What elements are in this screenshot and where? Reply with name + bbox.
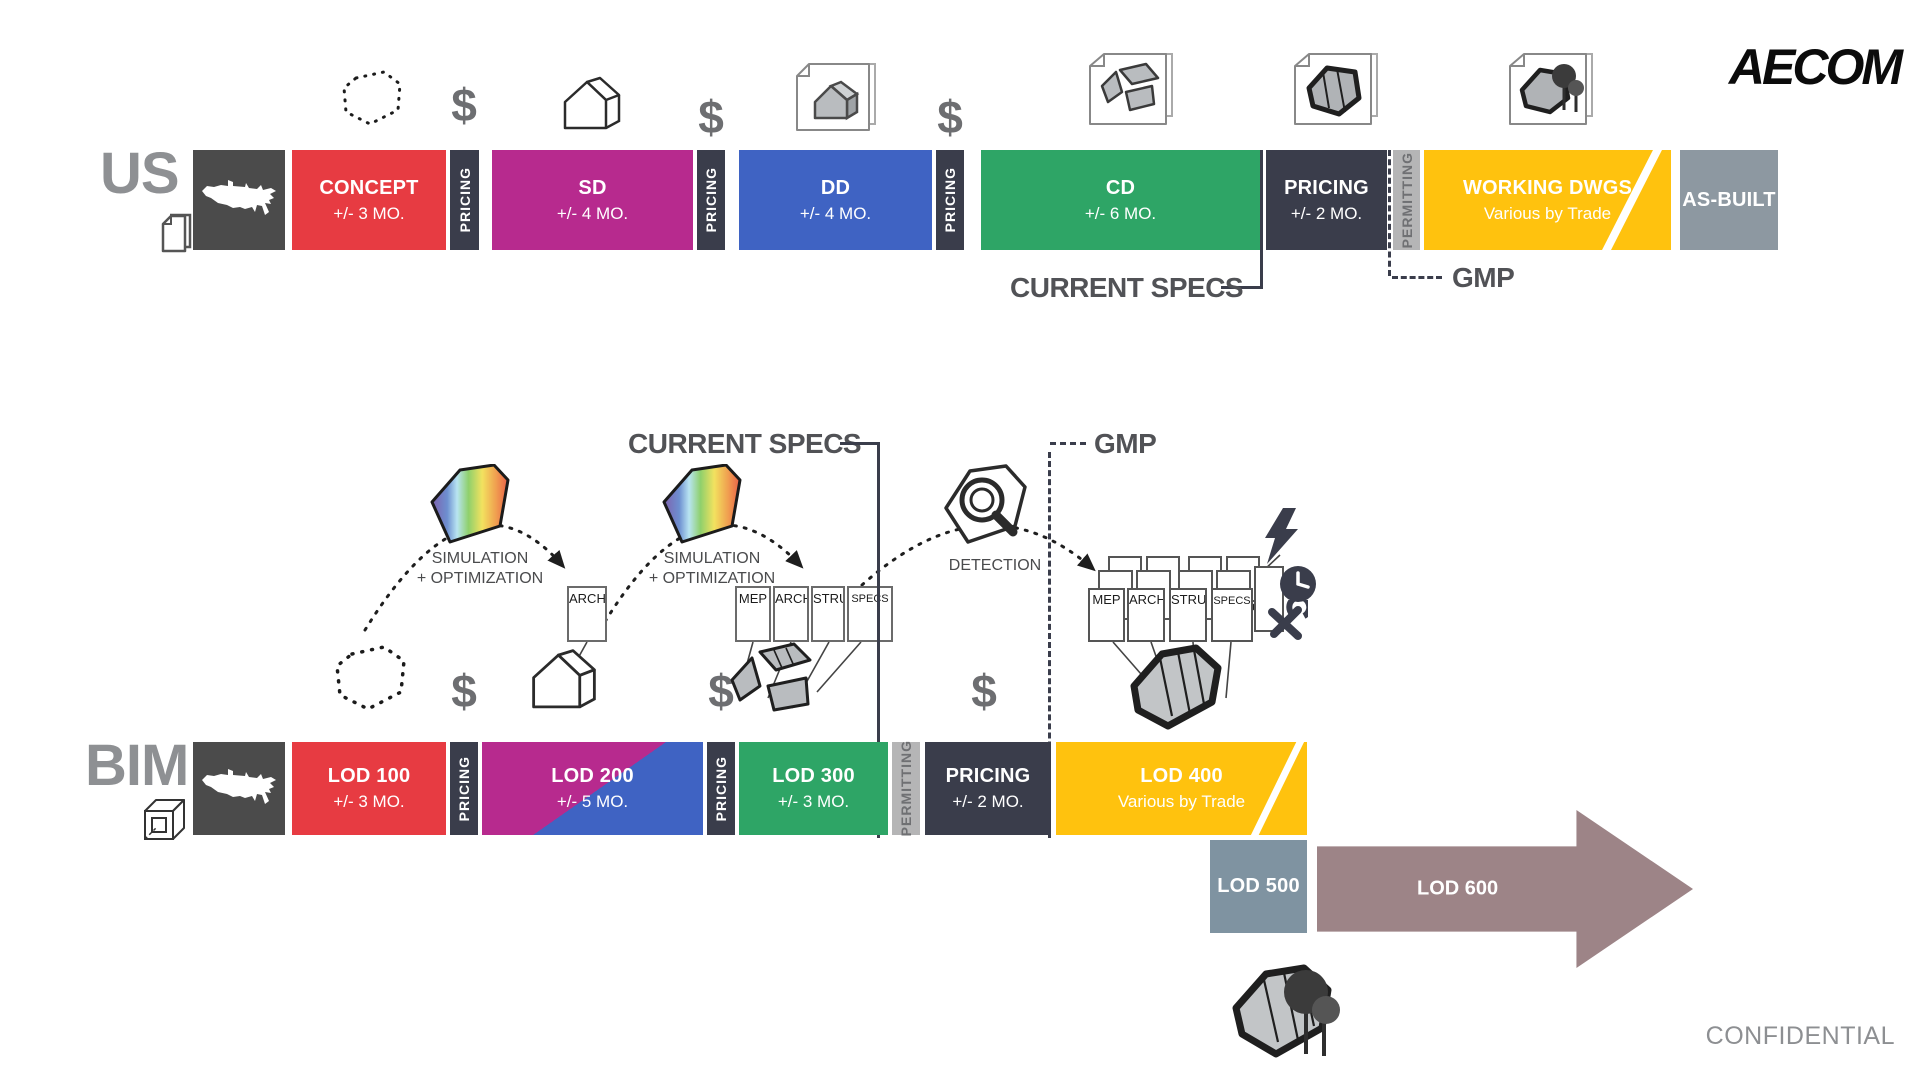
house-wireframe-icon [532,649,596,709]
documents-bold-house-icon [1294,53,1378,125]
prism-gradient-icon [662,464,742,544]
current-specs-line-bim [877,442,880,838]
bim-segment-lod100: LOD 100+/- 3 MO. [292,742,446,835]
us-row-label: US [100,141,180,206]
simulation-label-1: SIMULATION + OPTIMIZATION [416,550,544,587]
us-segment-as-built: AS-BUILT [1680,150,1778,250]
bim-segment-permitting: PERMITTING [892,740,920,837]
lod600-label: LOD 600 [1417,877,1499,900]
current-specs-elbow-us [1221,286,1263,289]
bim-row-label: BIM [85,733,189,798]
bim-gmp-label: GMP [1094,428,1157,459]
house-dark-trees-icon [1232,964,1340,1058]
us-segment-dd: DD+/- 4 MO. [739,150,932,250]
us-segment-permitting: PERMITTING [1393,150,1420,250]
us-segment-cd: CD+/- 6 MO. [981,150,1260,250]
tools-icon [1268,600,1308,640]
detection-magnifier-icon [944,464,1027,544]
gmp-elbow-bim [1050,442,1086,445]
dollar-icon: $ [451,79,477,131]
dollar-icon: $ [698,91,724,143]
trade-card-stack: MEP ARCH STRU SPECS [1088,556,1298,648]
gmp-elbow-us [1392,276,1442,279]
us-map-icon [202,768,276,804]
bim-segment-lod600-arrow: LOD 600 [1317,810,1693,968]
current-specs-line-us [1260,150,1263,289]
exploded-house-icon [730,642,812,712]
trade-card-arch: ARCH [1127,588,1165,642]
documents-exploded-house-icon [1089,53,1173,125]
bim-segment-lod200: LOD 200+/- 5 MO. [482,742,703,835]
trade-box-arch: ARCH [773,586,809,642]
dollar-icon: $ [451,665,477,717]
bim-segment-lod500: LOD 500 [1210,840,1307,933]
bim-segment-pricing-2: PRICING [707,742,735,835]
dotted-outline-icon [335,645,406,711]
bim-segment-lod300: LOD 300+/- 3 MO. [739,742,888,835]
confidential-label: CONFIDENTIAL [1705,1022,1895,1050]
dotted-outline-icon [342,70,402,126]
prism-gradient-icon [430,464,510,544]
trade-card-mep: MEP [1088,588,1125,642]
us-segment-pricing-1: PRICING [450,150,479,250]
us-map-tile [193,150,285,250]
gmp-line-bim [1048,452,1051,838]
diagonal-slash [1249,742,1306,835]
house-wireframe-icon [563,76,621,130]
dollar-icon: $ [708,665,734,717]
dotted-arc-3 [860,523,1096,587]
bim-cube-icon [144,799,185,840]
documents-house-trees-icon [1509,53,1593,125]
dotted-arc-1 [363,523,566,632]
bold-house-icon [1130,644,1222,730]
current-specs-elbow-bim [840,442,880,445]
us-map-icon [202,180,276,215]
bim-current-specs-label: CURRENT SPECS [628,428,862,459]
lightning-icon [1265,508,1298,564]
trade-card-stru: STRU [1169,588,1207,642]
us-segment-pricing-2: PRICING [697,150,725,250]
bim-segment-pricing-1: PRICING [450,742,478,835]
dollar-icon: $ [971,665,997,717]
document-house-icon [796,63,876,131]
detection-label: DETECTION [948,557,1042,574]
us-current-specs-label: CURRENT SPECS [1010,272,1244,303]
dollar-icon: $ [937,91,963,143]
arch-box: ARCH [567,586,607,642]
bim-segment-pricing-block: PRICING+/- 2 MO. [925,742,1051,835]
us-segment-sd: SD+/- 4 MO. [492,150,693,250]
trade-box-stru: STRU [811,586,845,642]
clock-icon [1280,566,1316,602]
us-gmp-label: GMP [1452,262,1515,293]
us-segment-pricing-block: PRICING+/- 2 MO. [1266,150,1387,250]
gmp-line-us [1388,150,1391,276]
documents-icon [161,213,192,253]
trade-box-specs: SPECS [847,586,893,642]
aecom-logo: AECOM [1728,39,1903,95]
diagonal-slash [1601,150,1663,250]
bim-map-tile [193,742,285,835]
us-segment-pricing-3: PRICING [936,150,964,250]
simulation-label-2: SIMULATION + OPTIMIZATION [648,550,776,587]
trade-card-specs: SPECS [1211,588,1253,642]
trade-box-mep: MEP [735,586,771,642]
us-segment-concept: CONCEPT+/- 3 MO. [292,150,446,250]
